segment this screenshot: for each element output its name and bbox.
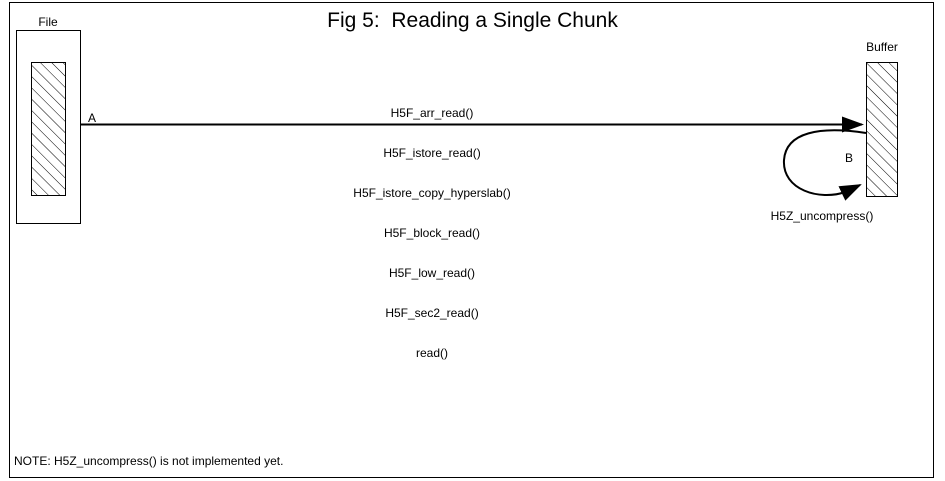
figure-title: Fig 5: Reading a Single Chunk (327, 9, 618, 32)
buffer-box-label: Buffer (866, 40, 898, 54)
call-stack-line: H5F_low_read() (388, 266, 476, 280)
uncompress-caption: H5Z_uncompress() (770, 209, 874, 223)
call-stack-line: H5F_block_read() (383, 226, 481, 240)
file-box-label: File (38, 15, 58, 29)
arrow-a-label: A (88, 111, 97, 125)
call-stack-line: read() (415, 346, 448, 360)
arrow-b-label: B (845, 151, 854, 165)
call-stack-line: H5F_istore_read() (383, 146, 481, 160)
call-stack-line: H5F_sec2_read() (385, 306, 479, 320)
figure-note: NOTE: H5Z_uncompress() is not implemente… (14, 454, 284, 468)
call-stack-line: H5F_arr_read() (390, 106, 474, 120)
call-stack-labels: H5F_arr_read() H5F_istore_read() H5F_ist… (332, 81, 532, 385)
call-stack-line: H5F_istore_copy_hyperslab() (353, 186, 511, 200)
figure-border (9, 2, 934, 478)
